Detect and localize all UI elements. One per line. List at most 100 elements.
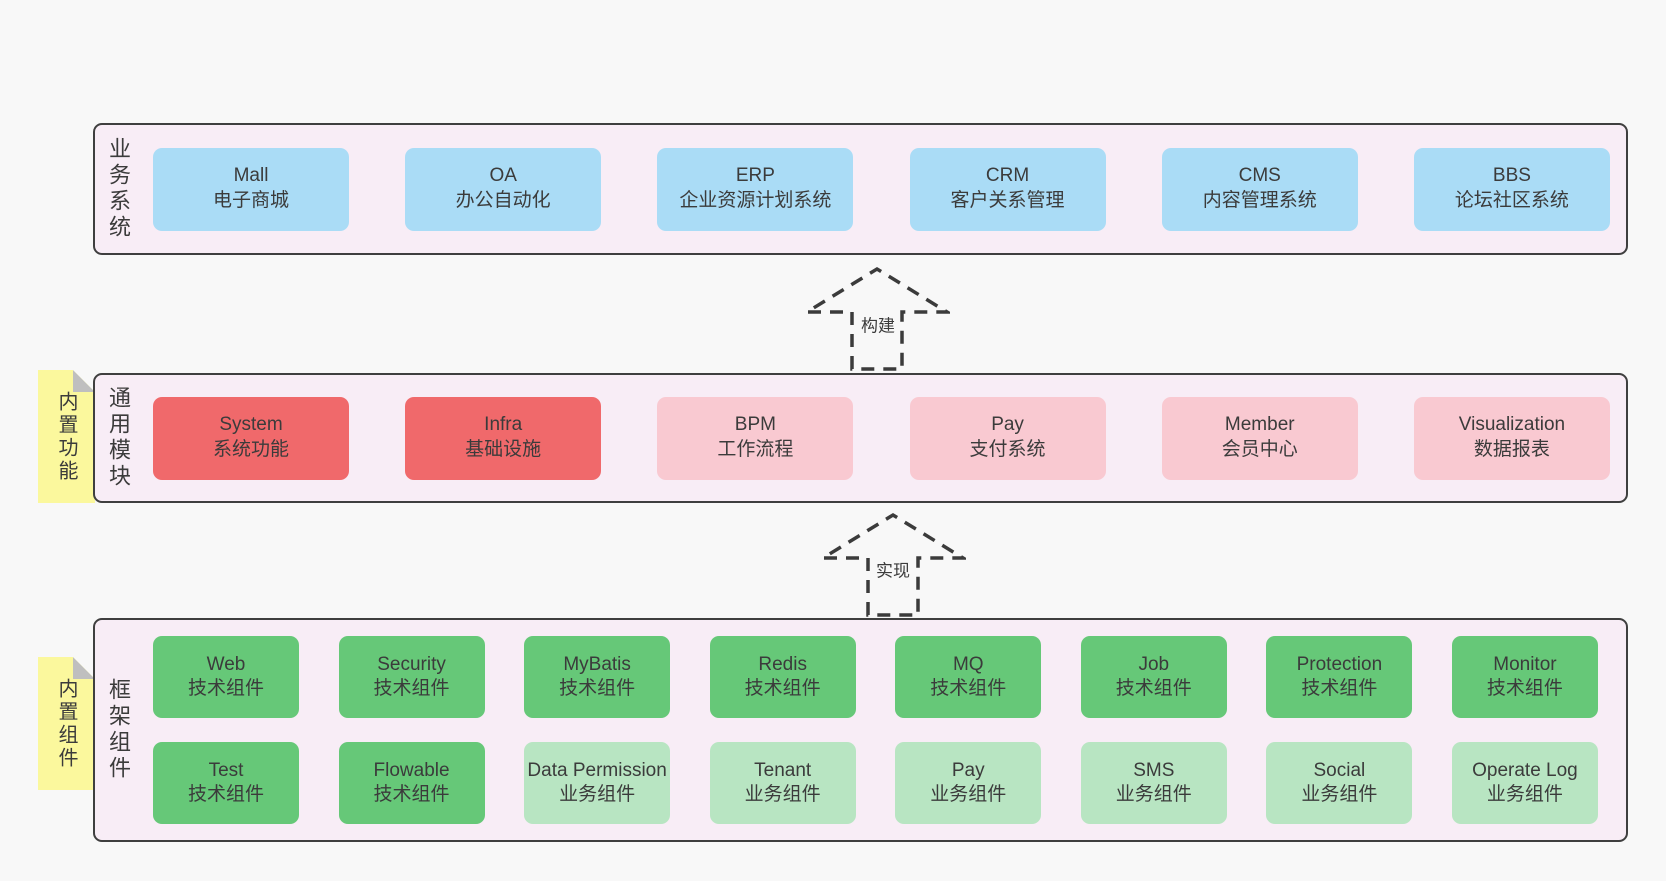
box-job: Job 技术组件: [1080, 636, 1227, 718]
box-name: Pay: [991, 414, 1024, 436]
sticky-note-label: 内置功能: [55, 390, 77, 483]
box-mall: Mall 电子商城: [153, 147, 349, 231]
box-name: CMS: [1238, 165, 1281, 187]
box-subtitle: 技术组件: [373, 784, 450, 805]
box-name: ERP: [735, 165, 775, 187]
box-subtitle: 业务组件: [1486, 784, 1563, 805]
box-sms: SMS 业务组件: [1080, 742, 1227, 824]
box-name: Visualization: [1458, 414, 1566, 436]
box-name: Data Permission: [527, 760, 667, 782]
box-name: BPM: [734, 414, 776, 436]
box-mybatis: MyBatis 技术组件: [524, 636, 671, 718]
sticky-note-built-in-components: 内置组件: [38, 657, 95, 790]
modules-boxes-row: System 系统功能 Infra 基础设施 BPM 工作流程 Pay 支付系统…: [141, 375, 1626, 501]
box-redis: Redis 技术组件: [709, 636, 856, 718]
box-name: System: [219, 414, 283, 436]
box-tenant: Tenant 业务组件: [709, 742, 856, 824]
box-name: Web: [206, 654, 246, 676]
box-bpm: BPM 工作流程: [657, 396, 854, 480]
box-name: Monitor: [1493, 654, 1557, 676]
box-name: Pay: [951, 760, 985, 782]
box-infra: Infra 基础设施: [405, 396, 602, 480]
box-subtitle: 技术组件: [1486, 678, 1563, 699]
box-name: Security: [377, 654, 446, 676]
components-row-2: Test 技术组件 Flowable 技术组件 Data Permission …: [153, 742, 1598, 824]
box-oa: OA 办公自动化: [405, 147, 602, 231]
band-label-business-systems: 业务系统: [106, 137, 131, 241]
box-name: MQ: [952, 654, 984, 676]
box-subtitle: 基础设施: [465, 439, 542, 460]
box-name: BBS: [1492, 165, 1531, 187]
box-subtitle: 客户关系管理: [950, 190, 1065, 211]
box-name: Social: [1313, 760, 1366, 782]
sticky-note-label: 内置组件: [55, 677, 77, 770]
box-bbs: BBS 论坛社区系统: [1413, 147, 1610, 231]
box-name: Operate Log: [1472, 760, 1578, 782]
components-rows: Web 技术组件 Security 技术组件 MyBatis 技术组件 Redi…: [141, 620, 1626, 840]
box-name: Job: [1138, 654, 1170, 676]
box-pay-business: Pay 业务组件: [895, 742, 1042, 824]
band-label-common-modules: 通用模块: [106, 386, 131, 490]
box-name: Test: [208, 760, 244, 782]
sticky-fold-corner: [73, 657, 95, 679]
box-web: Web 技术组件: [153, 636, 299, 718]
band-business-systems: 业务系统 Mall 电子商城 OA 办公自动化 ERP 企业资源计划系统 CRM…: [93, 123, 1628, 255]
box-subtitle: 会员中心: [1221, 439, 1298, 460]
box-subtitle: 企业资源计划系统: [679, 190, 832, 211]
box-data-permission: Data Permission 业务组件: [524, 742, 671, 824]
box-subtitle: 内容管理系统: [1202, 190, 1317, 211]
band-framework-components: 框架组件 Web 技术组件 Security 技术组件 MyBatis 技术组件…: [93, 618, 1628, 842]
box-name: Member: [1224, 414, 1295, 436]
box-subtitle: 业务组件: [1115, 784, 1192, 805]
box-subtitle: 技术组件: [1301, 678, 1378, 699]
box-subtitle: 技术组件: [373, 678, 450, 699]
box-erp: ERP 企业资源计划系统: [657, 147, 854, 231]
sticky-fold-corner: [73, 370, 95, 392]
box-operate-log: Operate Log 业务组件: [1451, 742, 1598, 824]
up-arrow-build-icon: [804, 266, 950, 371]
box-name: MyBatis: [563, 654, 631, 676]
box-subtitle: 业务组件: [559, 784, 636, 805]
box-subtitle: 工作流程: [717, 439, 794, 460]
arrow-label-implement: 实现: [874, 556, 912, 582]
components-row-1: Web 技术组件 Security 技术组件 MyBatis 技术组件 Redi…: [153, 636, 1598, 718]
box-subtitle: 业务组件: [1301, 784, 1378, 805]
box-subtitle: 办公自动化: [455, 190, 551, 211]
arrow-label-build: 构建: [859, 311, 897, 337]
business-boxes-row: Mall 电子商城 OA 办公自动化 ERP 企业资源计划系统 CRM 客户关系…: [141, 125, 1626, 253]
box-test: Test 技术组件: [153, 742, 299, 824]
box-name: Flowable: [373, 760, 450, 782]
box-name: Protection: [1296, 654, 1383, 676]
sticky-note-built-in-features: 内置功能: [38, 370, 95, 503]
box-name: Mall: [233, 165, 269, 187]
band-label-framework-components: 框架组件: [106, 678, 131, 782]
box-pay: Pay 支付系统: [909, 396, 1106, 480]
box-subtitle: 电子商城: [212, 190, 289, 211]
box-subtitle: 技术组件: [744, 678, 821, 699]
box-protection: Protection 技术组件: [1266, 636, 1413, 718]
box-mq: MQ 技术组件: [895, 636, 1042, 718]
box-name: Redis: [758, 654, 807, 676]
band-common-modules: 通用模块 System 系统功能 Infra 基础设施 BPM 工作流程 Pay…: [93, 373, 1628, 503]
box-name: SMS: [1133, 760, 1175, 782]
box-name: Infra: [484, 414, 523, 436]
box-system: System 系统功能: [153, 396, 349, 480]
box-member: Member 会员中心: [1161, 396, 1358, 480]
box-subtitle: 技术组件: [559, 678, 636, 699]
box-subtitle: 技术组件: [187, 678, 264, 699]
box-name: CRM: [985, 165, 1030, 187]
box-subtitle: 技术组件: [187, 784, 264, 805]
up-arrow-implement-icon: [820, 512, 966, 617]
box-social: Social 业务组件: [1266, 742, 1413, 824]
box-subtitle: 系统功能: [212, 439, 289, 460]
box-cms: CMS 内容管理系统: [1161, 147, 1358, 231]
box-flowable: Flowable 技术组件: [338, 742, 485, 824]
box-crm: CRM 客户关系管理: [909, 147, 1106, 231]
box-name: OA: [489, 165, 517, 187]
box-subtitle: 业务组件: [930, 784, 1007, 805]
box-subtitle: 业务组件: [744, 784, 821, 805]
box-subtitle: 技术组件: [930, 678, 1007, 699]
box-subtitle: 数据报表: [1473, 439, 1550, 460]
box-monitor: Monitor 技术组件: [1451, 636, 1598, 718]
